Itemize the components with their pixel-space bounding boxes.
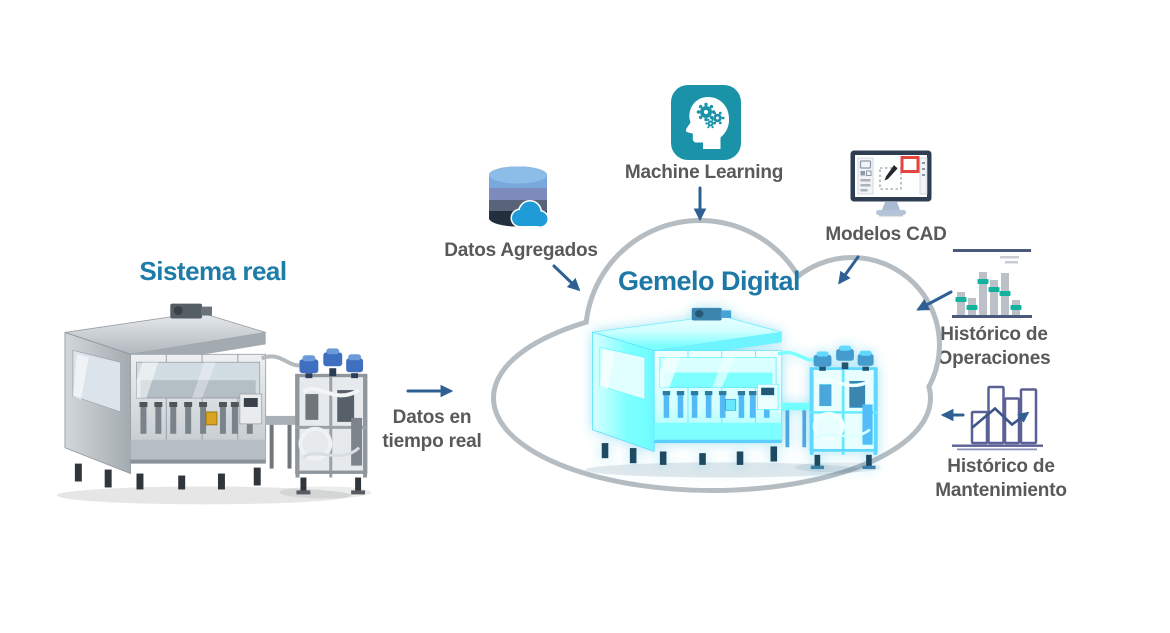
cad-models-label: Modelos CAD <box>825 224 947 245</box>
brain-gears-icon <box>671 85 741 160</box>
real-machine-photo <box>55 296 373 508</box>
digital-twin-title: Gemelo Digital <box>617 266 801 296</box>
maintenance-history-chart-icon <box>952 385 1043 451</box>
real-system-title: Sistema real <box>139 256 287 286</box>
digital-twin-machine-image <box>583 302 883 480</box>
maintenance-history-label: Histórico de Mantenimiento <box>935 456 1067 501</box>
realtime-data-label: Datos en tiempo real <box>382 407 482 452</box>
cad-monitor-icon <box>850 150 932 217</box>
database-cloud-icon <box>489 166 549 228</box>
aggregated-data-label: Datos Agregados <box>444 240 598 261</box>
machine-learning-label: Machine Learning <box>624 162 784 183</box>
operations-history-label: Histórico de Operaciones <box>937 324 1051 369</box>
operations-history-chart-icon <box>952 249 1032 318</box>
